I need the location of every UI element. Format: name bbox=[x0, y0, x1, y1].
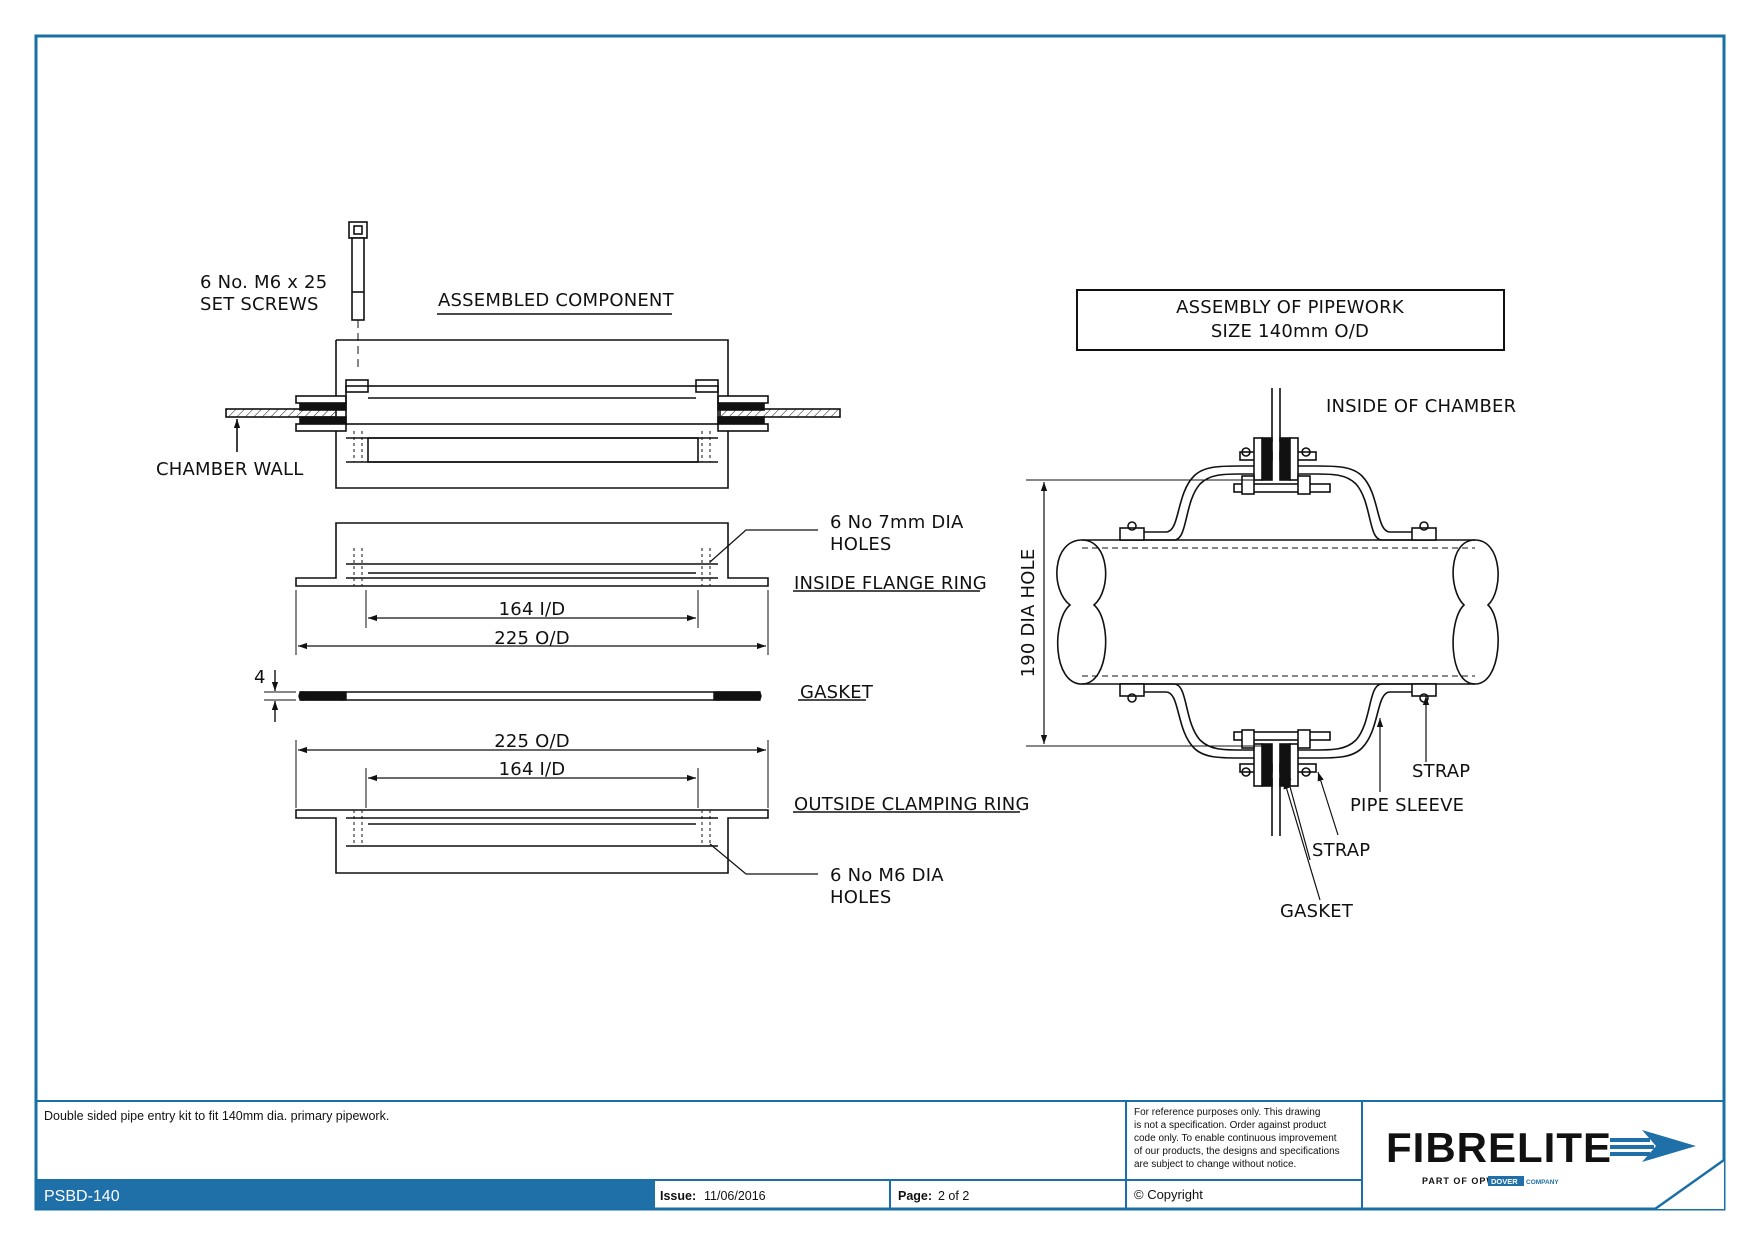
dim-od-upper: 225 O/D bbox=[494, 628, 570, 649]
disclaimer-line-3: code only. To enable continuous improvem… bbox=[1134, 1133, 1337, 1144]
dim-id-upper: 164 I/D bbox=[499, 599, 566, 620]
outside-clamping-ring-title: OUTSIDE CLAMPING RING bbox=[794, 794, 1030, 815]
code-bar bbox=[37, 1181, 654, 1208]
dim-gasket-thickness: 4 bbox=[254, 667, 266, 688]
assembly-title-line1: ASSEMBLY OF PIPEWORK bbox=[1176, 297, 1405, 318]
strap-lower-label: STRAP bbox=[1312, 840, 1370, 861]
gasket-view bbox=[264, 670, 762, 722]
brand-arrow-icon bbox=[1610, 1130, 1696, 1162]
brand-subline-3: COMPANY bbox=[1526, 1179, 1559, 1186]
drawing-border bbox=[34, 34, 1726, 1211]
chamber-wall-label: CHAMBER WALL bbox=[156, 459, 303, 480]
dover-badge bbox=[1488, 1176, 1524, 1186]
screws-label-line1: 6 No. M6 x 25 bbox=[200, 272, 327, 293]
assembled-component-title: ASSEMBLED COMPONENT bbox=[438, 290, 675, 311]
strap-right-label: STRAP bbox=[1412, 761, 1470, 782]
product-code: PSBD-140 bbox=[44, 1188, 120, 1205]
fibrelite-logo: FIBRELITE PART OF OPW DOVER COMPANY bbox=[1386, 1124, 1696, 1186]
inside-flange-ring-view bbox=[295, 522, 818, 655]
dia-hole-label: 190 DIA HOLE bbox=[1018, 549, 1039, 678]
disclaimer-line-5: are subject to change without notice. bbox=[1134, 1159, 1296, 1170]
disclaimer-line-1: For reference purposes only. This drawin… bbox=[1134, 1107, 1320, 1118]
screws-label-line2: SET SCREWS bbox=[200, 294, 319, 315]
holes7-label-line1: 6 No 7mm DIA bbox=[830, 512, 964, 533]
brand-subline: PART OF OPW bbox=[1422, 1176, 1496, 1186]
page-value: 2 of 2 bbox=[938, 1189, 969, 1203]
assembly-title-line2: SIZE 140mm O/D bbox=[1211, 321, 1369, 342]
pipe-sleeve-label: PIPE SLEEVE bbox=[1350, 795, 1464, 816]
pipework-assembly-view bbox=[1026, 388, 1499, 901]
gasket-right-label: GASKET bbox=[1280, 901, 1354, 922]
assembled-component-view bbox=[225, 221, 841, 489]
disclaimer-line-4: of our products, the designs and specifi… bbox=[1134, 1146, 1340, 1157]
issue-label: Issue: bbox=[660, 1189, 696, 1203]
holesM6-label-line1: 6 No M6 DIA bbox=[830, 865, 944, 886]
brand-wordmark: FIBRELITE bbox=[1386, 1124, 1612, 1171]
dim-od-lower: 225 O/D bbox=[494, 731, 570, 752]
brand-subline-2: DOVER bbox=[1491, 1177, 1518, 1186]
page-label: Page: bbox=[898, 1189, 932, 1203]
disclaimer-line-2: is not a specification. Order against pr… bbox=[1134, 1120, 1327, 1131]
assembly-title-box bbox=[1076, 289, 1505, 351]
outside-clamping-ring-view bbox=[295, 740, 818, 875]
issue-value: 11/06/2016 bbox=[704, 1189, 766, 1203]
inside-of-chamber-label: INSIDE OF CHAMBER bbox=[1326, 396, 1516, 417]
dim-id-lower: 164 I/D bbox=[499, 759, 566, 780]
holes7-label-line2: HOLES bbox=[830, 534, 892, 555]
inside-flange-ring-title: INSIDE FLANGE RING bbox=[794, 573, 987, 594]
description-text: Double sided pipe entry kit to fit 140mm… bbox=[44, 1109, 389, 1123]
holesM6-label-line2: HOLES bbox=[830, 887, 892, 908]
copyright-text: © Copyright bbox=[1134, 1187, 1203, 1202]
gasket-title: GASKET bbox=[800, 682, 874, 703]
